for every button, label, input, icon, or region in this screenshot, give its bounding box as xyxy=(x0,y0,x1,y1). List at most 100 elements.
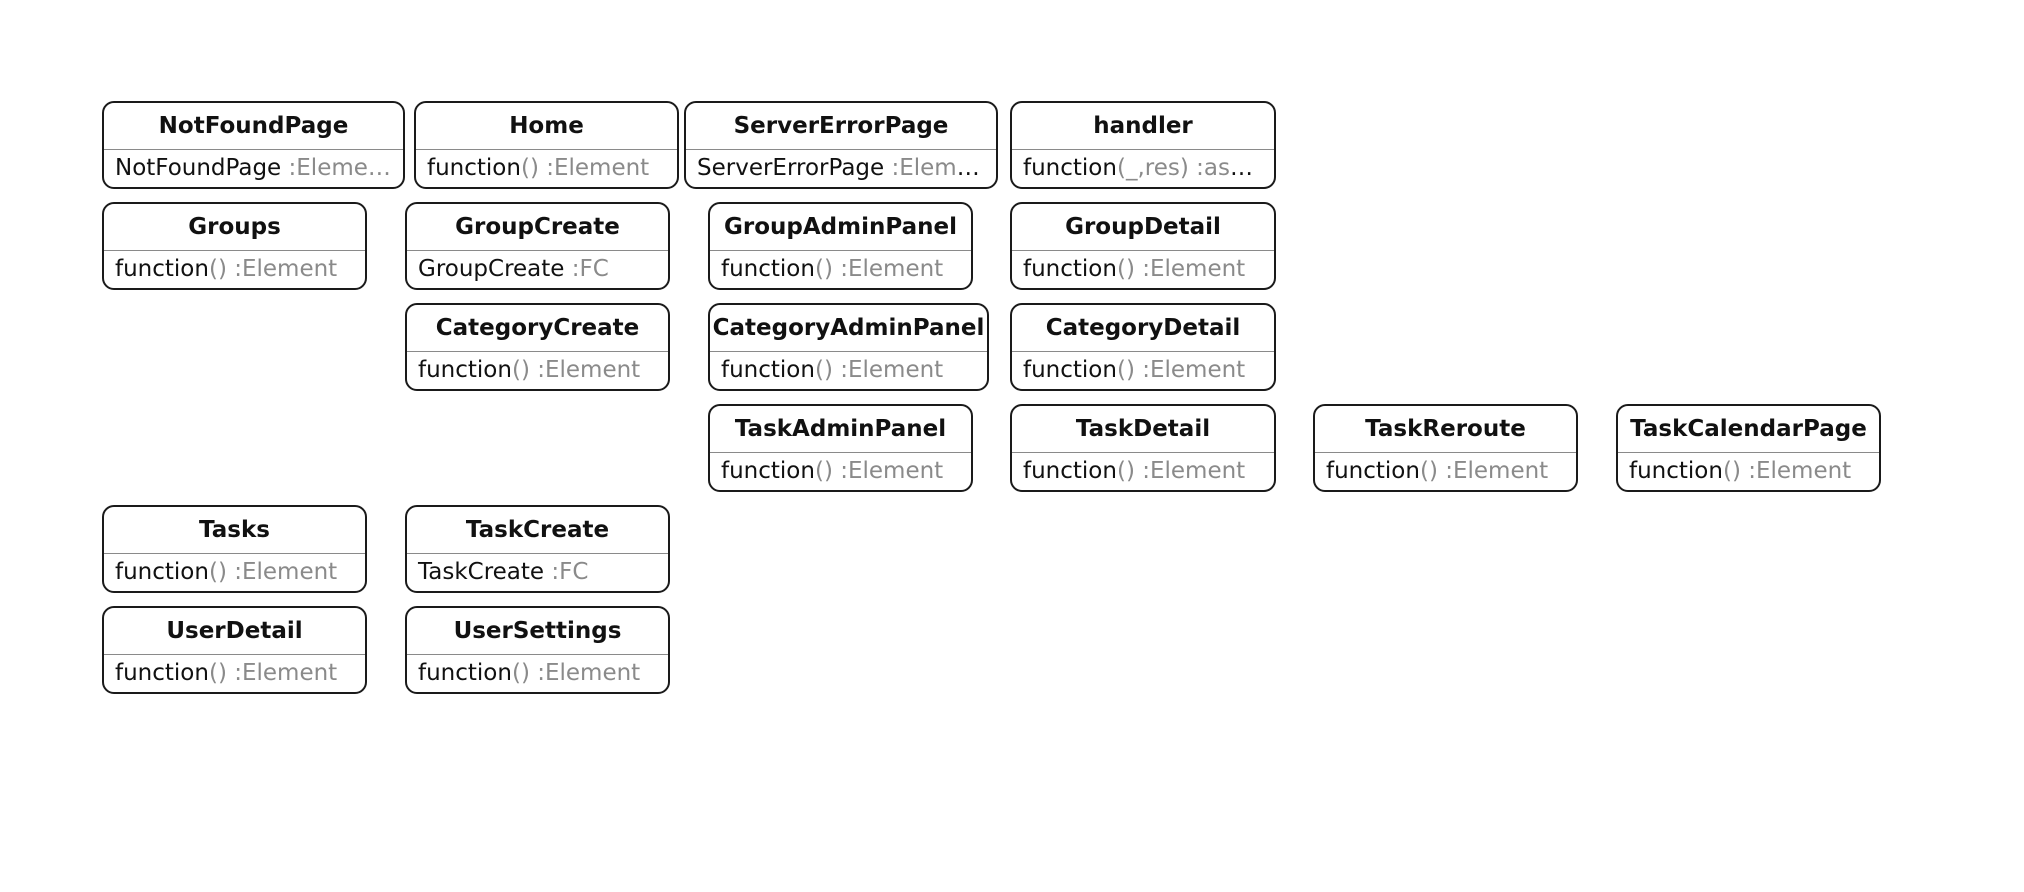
member-name: function xyxy=(418,660,512,686)
member-type: :Eleme… xyxy=(281,155,391,181)
class-node-member: ServerErrorPage :Eleme… xyxy=(686,150,996,187)
class-node-member: GroupCreate :FC xyxy=(407,251,668,288)
member-type: :Element xyxy=(529,357,641,383)
class-node-member: function() :Element xyxy=(407,352,668,389)
class-node-title: GroupDetail xyxy=(1012,204,1274,251)
class-node-member: function() :Element xyxy=(104,251,365,288)
member-type: :Element xyxy=(1134,357,1246,383)
member-name: function xyxy=(115,660,209,686)
member-name: function xyxy=(721,458,815,484)
class-node-member: function() :Element xyxy=(710,352,987,389)
class-node-title: GroupAdminPanel xyxy=(710,204,971,251)
member-name: function xyxy=(115,256,209,282)
member-name: TaskCreate xyxy=(418,559,545,585)
member-type: :Element xyxy=(832,458,944,484)
class-node-title: TaskCreate xyxy=(407,507,668,554)
class-node-title: TaskDetail xyxy=(1012,406,1274,453)
member-name: function xyxy=(1023,155,1117,181)
class-node-title: CategoryCreate xyxy=(407,305,668,352)
member-type: :FC xyxy=(544,559,589,585)
member-params: () xyxy=(814,357,833,383)
class-node-member: function() :Element xyxy=(104,554,365,591)
member-name: function xyxy=(427,155,521,181)
member-params: () xyxy=(814,458,833,484)
class-node-title: ServerErrorPage xyxy=(686,103,996,150)
member-params: () xyxy=(814,256,833,282)
class-node-title: CategoryAdminPanel xyxy=(710,305,987,352)
member-name: function xyxy=(1629,458,1723,484)
member-name: function xyxy=(721,256,815,282)
class-node-member: function() :Element xyxy=(407,655,668,692)
member-name: function xyxy=(115,559,209,585)
member-name: function xyxy=(1326,458,1420,484)
class-node-title: TaskCalendarPage xyxy=(1618,406,1879,453)
member-type: :Element xyxy=(529,660,641,686)
member-name: ServerErrorPage xyxy=(697,155,885,181)
class-node-member: function() :Element xyxy=(1012,251,1274,288)
member-params: () xyxy=(511,357,530,383)
member-params: () xyxy=(1419,458,1438,484)
class-node-member: function() :Element xyxy=(1315,453,1576,490)
member-type: :Element xyxy=(1437,458,1549,484)
class-node-title: TaskAdminPanel xyxy=(710,406,971,453)
member-name: function xyxy=(721,357,815,383)
member-params: (_,res) xyxy=(1116,155,1189,181)
member-params: () xyxy=(511,660,530,686)
member-type: :FC xyxy=(564,256,609,282)
class-node-member: function() :Element xyxy=(1618,453,1879,490)
member-name: function xyxy=(418,357,512,383)
class-node-title: UserDetail xyxy=(104,608,365,655)
member-type: :Element xyxy=(832,256,944,282)
class-node-member: function(_,res) :async xyxy=(1012,150,1274,187)
member-type: :Element xyxy=(226,559,338,585)
member-type: :Element xyxy=(226,660,338,686)
member-name: function xyxy=(1023,256,1117,282)
member-params: () xyxy=(520,155,539,181)
class-node-member: NotFoundPage :Eleme… xyxy=(104,150,403,187)
member-params: () xyxy=(208,256,227,282)
member-name: GroupCreate xyxy=(418,256,565,282)
member-params: () xyxy=(208,660,227,686)
member-type: :Element xyxy=(1134,458,1246,484)
member-type: :async xyxy=(1188,155,1271,181)
class-node-member: function() :Element xyxy=(104,655,365,692)
class-node-member: function() :Element xyxy=(416,150,677,187)
member-type: :Element xyxy=(1740,458,1852,484)
class-node-member: function() :Element xyxy=(710,453,971,490)
class-node-member: function() :Element xyxy=(710,251,971,288)
member-params: () xyxy=(1116,256,1135,282)
member-type: :Eleme… xyxy=(884,155,994,181)
class-node-title: Home xyxy=(416,103,677,150)
class-node-title: TaskReroute xyxy=(1315,406,1576,453)
member-params: () xyxy=(1116,458,1135,484)
class-node-title: GroupCreate xyxy=(407,204,668,251)
member-type: :Element xyxy=(1134,256,1246,282)
class-node-member: function() :Element xyxy=(1012,453,1274,490)
class-node-title: handler xyxy=(1012,103,1274,150)
member-name: function xyxy=(1023,458,1117,484)
member-params: () xyxy=(1722,458,1741,484)
member-params: () xyxy=(1116,357,1135,383)
class-node-member: function() :Element xyxy=(1012,352,1274,389)
class-node-title: NotFoundPage xyxy=(104,103,403,150)
class-node-title: Groups xyxy=(104,204,365,251)
